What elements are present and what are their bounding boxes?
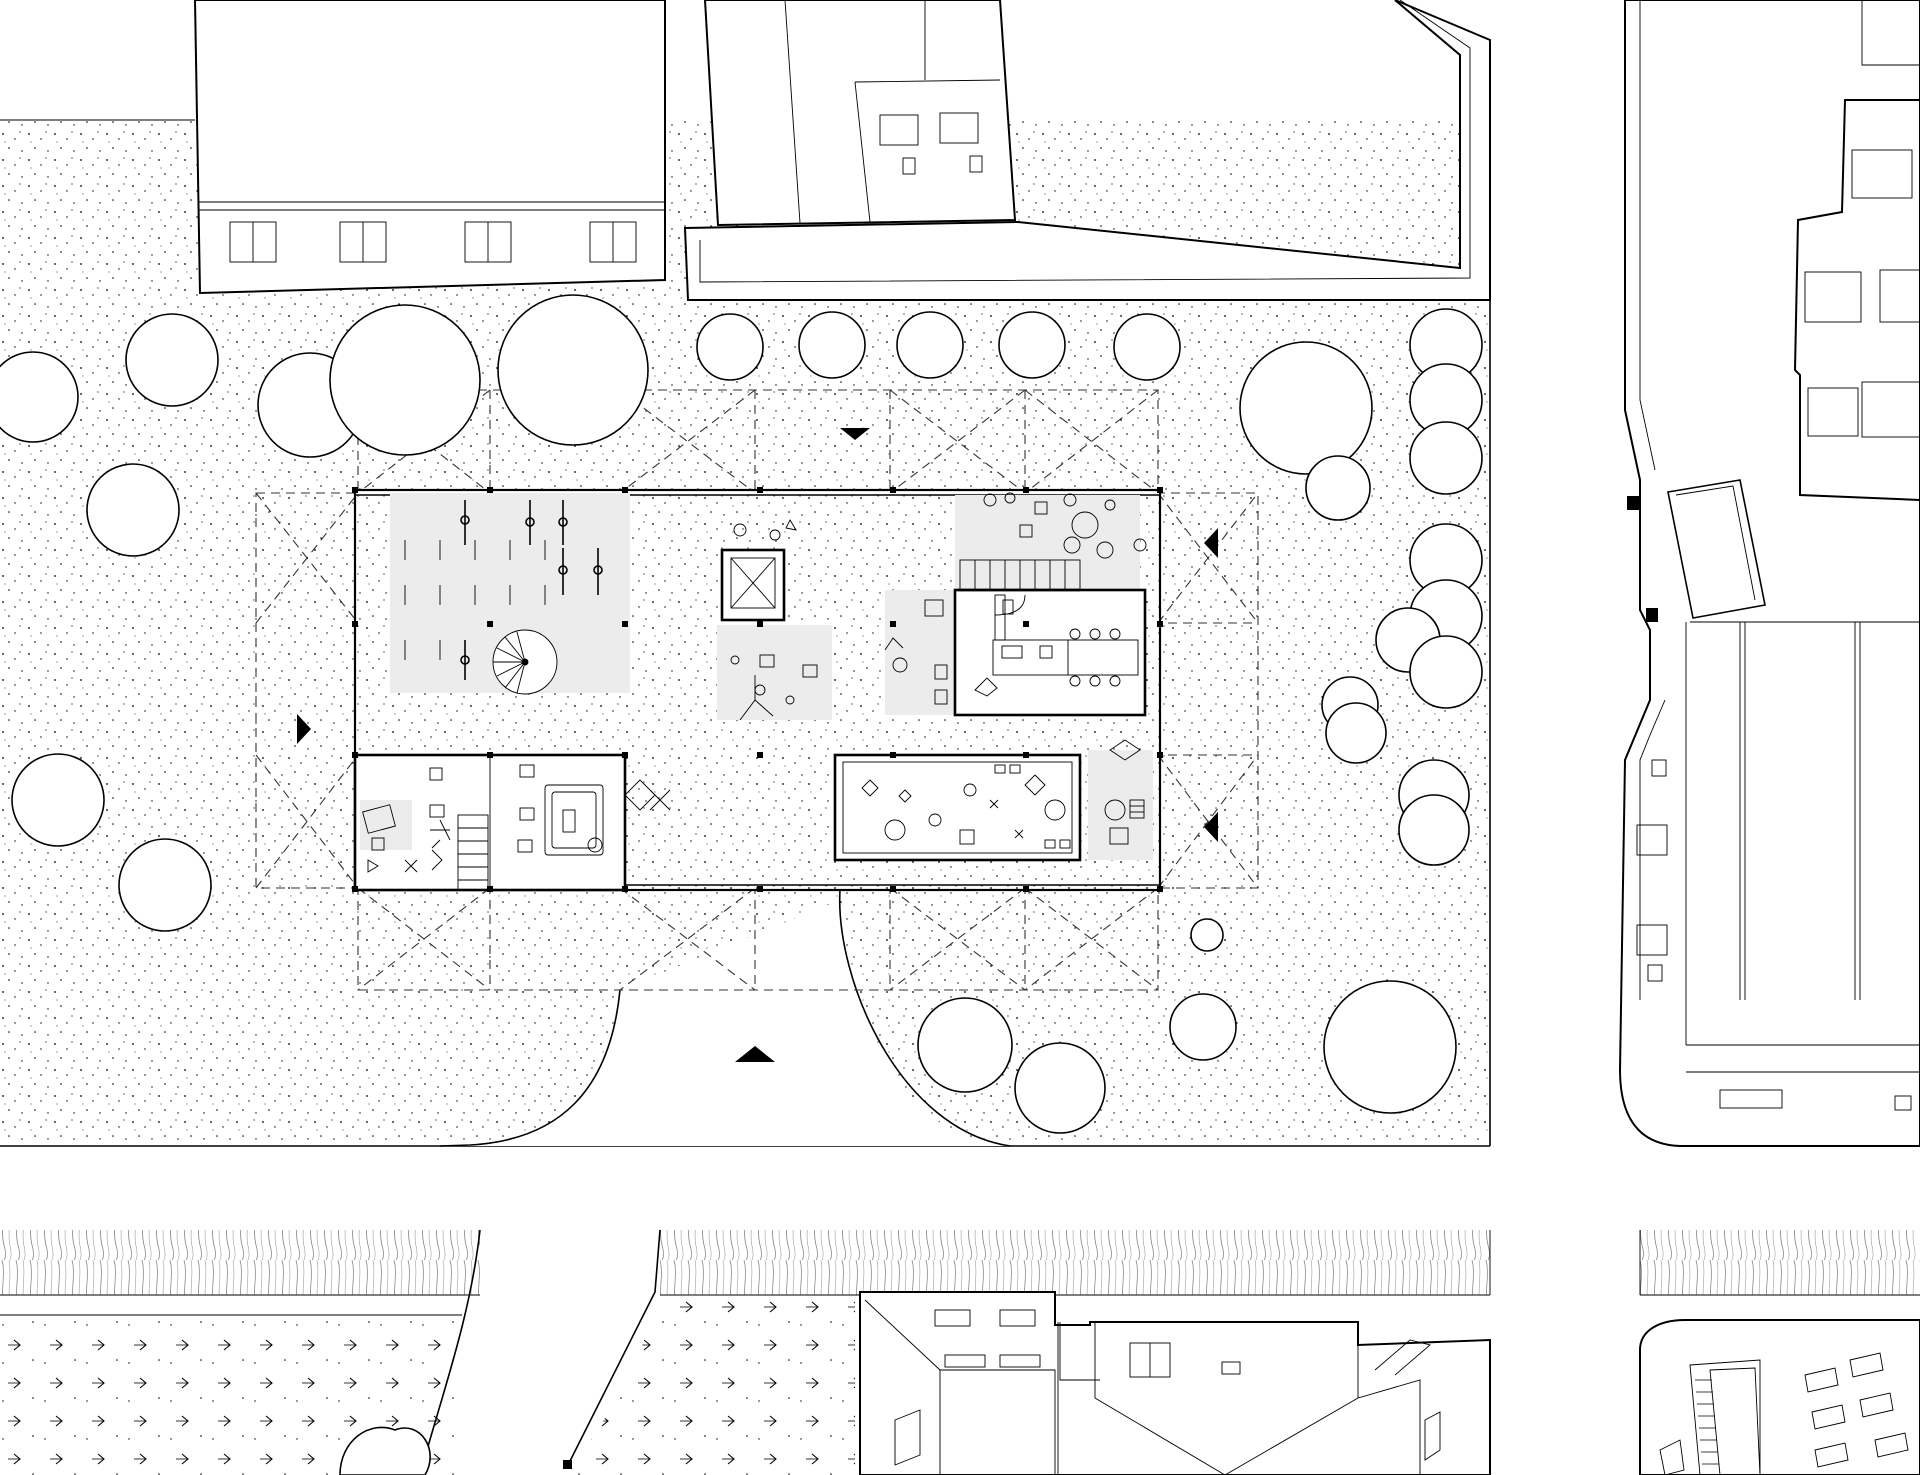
- tree-icon: [1305, 455, 1371, 521]
- tree-icon: [1398, 794, 1470, 866]
- tree-icon: [998, 311, 1066, 379]
- entrance-markers: [297, 428, 1218, 1062]
- window-icon: [229, 221, 637, 263]
- neighbour-building-right: [1618, 0, 1920, 1147]
- furniture-icon: [994, 739, 1145, 849]
- tree-icon: [86, 463, 180, 557]
- plant-icon: [730, 519, 818, 721]
- tree-icon: [329, 304, 481, 456]
- table-icon: [1019, 493, 1116, 559]
- plant-icon: [861, 774, 1066, 845]
- plant-icon: [404, 779, 671, 873]
- neighbour-building-top-left: [193, 0, 666, 295]
- bicycle-icon: [460, 500, 603, 680]
- stair-icon: [457, 814, 489, 891]
- entrance-arrow-icon: [735, 1046, 775, 1062]
- garden-room: [833, 739, 1153, 862]
- tree-icon: [696, 313, 764, 381]
- tree-icon: [798, 311, 866, 379]
- entrance-arrow-icon: [840, 428, 870, 440]
- neighbour-building-top-middle: [683, 0, 1491, 301]
- cafe-area: [884, 492, 1147, 717]
- bike-parking-area: [390, 493, 630, 695]
- staircase-icon: [959, 559, 1081, 591]
- tree-icon: [125, 313, 219, 407]
- entrance-arrow-icon: [297, 714, 311, 744]
- tree-icon: [1190, 918, 1224, 952]
- entrance-arrow-icon: [1204, 812, 1218, 842]
- plant-icon: [974, 492, 1147, 697]
- tree-icon: [1323, 980, 1457, 1114]
- tree-icon: [896, 311, 964, 379]
- tree-icon: [1239, 341, 1373, 475]
- tree-icon: [0, 351, 79, 443]
- tree-icon: [1014, 1042, 1106, 1134]
- trees: [0, 294, 1483, 1134]
- furniture-icon: [362, 764, 604, 873]
- tree-icon: [11, 753, 105, 847]
- footpath: [439, 889, 1011, 1147]
- street-bottom: [0, 1229, 1920, 1475]
- chair-icon: [884, 599, 948, 705]
- neighbour-building-bottom: [859, 1291, 1920, 1475]
- tree-icon: [118, 838, 212, 932]
- tree-icon: [1409, 635, 1483, 709]
- entrance-arrow-icon: [1204, 528, 1218, 558]
- tree-icon: [1409, 421, 1483, 495]
- tree-icon: [917, 997, 1013, 1093]
- spiral-stair-icon: [492, 629, 558, 695]
- tree-icon: [1113, 313, 1181, 381]
- tree-icon: [1169, 993, 1237, 1061]
- tree-icon: [497, 294, 649, 446]
- tree-icon: [1325, 702, 1387, 764]
- lift-core: [717, 519, 832, 721]
- lounge-room: [353, 753, 671, 892]
- structural-columns: [352, 487, 1163, 892]
- bench-icon: [994, 594, 1026, 641]
